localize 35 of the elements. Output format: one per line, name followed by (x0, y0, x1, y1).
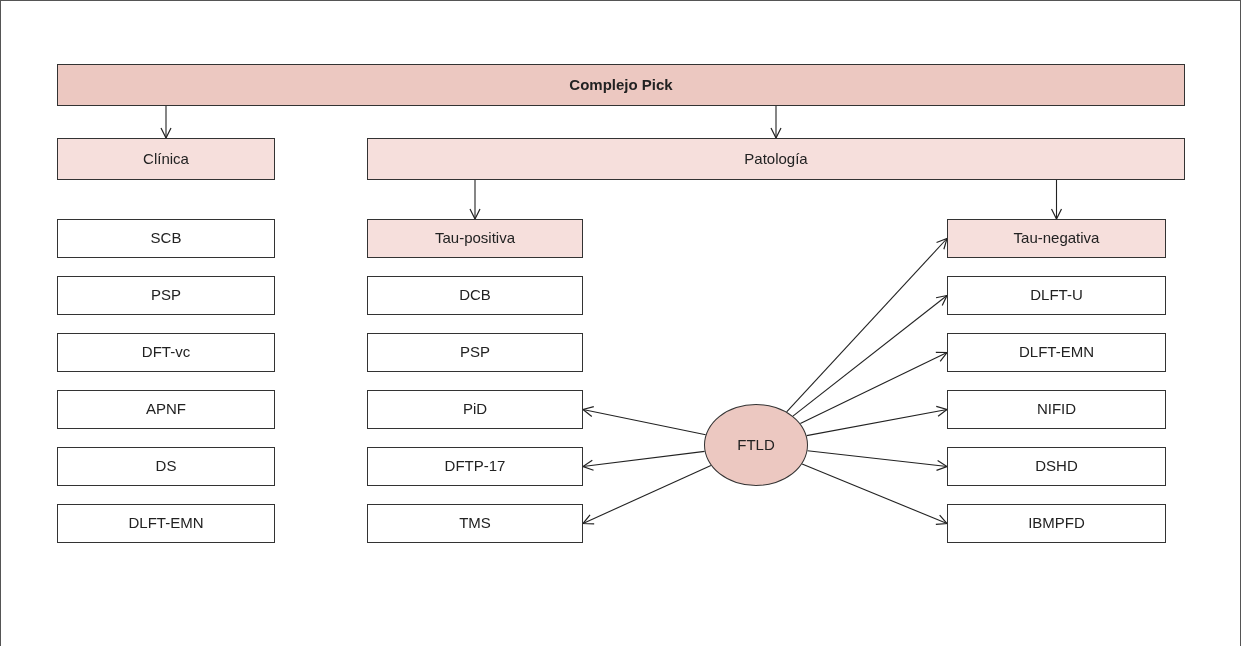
arrow (582, 406, 707, 436)
arrow (160, 105, 172, 139)
label-box: TMS (367, 504, 583, 543)
category-box: Tau-negativa (947, 219, 1166, 258)
arrow (799, 351, 948, 425)
ellipse-node: FTLD (704, 404, 808, 486)
label-box: SCB (57, 219, 275, 258)
arrow (582, 450, 706, 471)
label-box: DSHD (947, 447, 1166, 486)
category-box: Clínica (57, 138, 275, 180)
label-box: DFTP-17 (367, 447, 583, 486)
label-box: PiD (367, 390, 583, 429)
label-box: NIFID (947, 390, 1166, 429)
label-box: PSP (57, 276, 275, 315)
label-box: APNF (57, 390, 275, 429)
category-box: Tau-positiva (367, 219, 583, 258)
arrow (582, 464, 712, 525)
arrow (801, 463, 948, 525)
arrow (1050, 179, 1063, 220)
category-box: Patología (367, 138, 1185, 180)
label-box: DLFT-U (947, 276, 1166, 315)
label-box: IBMPFD (947, 504, 1166, 543)
label-box: DCB (367, 276, 583, 315)
arrow (469, 179, 481, 220)
arrow (806, 450, 948, 471)
arrow (786, 237, 948, 413)
arrow (806, 405, 948, 437)
label-box: DFT-vc (57, 333, 275, 372)
label-box: PSP (367, 333, 583, 372)
arrow (770, 105, 782, 139)
header-box: Complejo Pick (57, 64, 1185, 106)
arrow (792, 294, 948, 417)
label-box: DS (57, 447, 275, 486)
label-box: DLFT-EMN (947, 333, 1166, 372)
label-box: DLFT-EMN (57, 504, 275, 543)
